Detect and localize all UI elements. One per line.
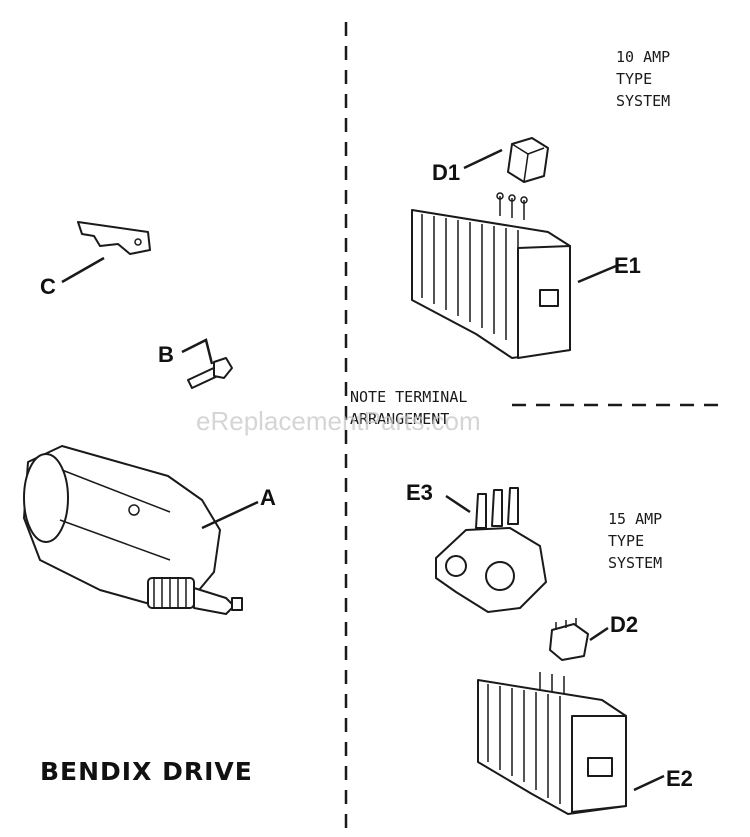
bolt-b — [187, 357, 233, 389]
regulator-e1 — [411, 192, 571, 359]
svg-text:NOTE TERMINAL: NOTE TERMINAL — [350, 388, 467, 406]
leader-e3 — [445, 494, 471, 514]
label-b: B — [158, 342, 174, 367]
label-c: C — [40, 274, 56, 299]
svg-text:SYSTEM: SYSTEM — [616, 92, 670, 110]
svg-text:10 AMP: 10 AMP — [616, 48, 670, 66]
svg-text:15 AMP: 15 AMP — [608, 510, 662, 528]
leader-e2 — [633, 774, 665, 792]
leader-e1 — [577, 264, 617, 284]
label-e3: E3 — [406, 480, 433, 505]
note-10-amp: 10 AMP TYPE SYSTEM — [616, 48, 670, 110]
bracket-c — [77, 221, 151, 255]
label-d1: D1 — [432, 160, 460, 185]
leader-d1 — [463, 148, 503, 170]
regulator-e2 — [477, 672, 627, 815]
label-a: A — [260, 485, 276, 510]
connector-d1 — [507, 137, 549, 183]
svg-text:SYSTEM: SYSTEM — [608, 554, 662, 572]
caption-bendix-drive: BENDIX DRIVE — [40, 757, 253, 786]
note-terminal-arrangement: NOTE TERMINAL ARRANGEMENT — [350, 388, 467, 428]
leader-b — [181, 338, 214, 365]
connector-d2 — [549, 618, 589, 661]
leader-d2 — [589, 626, 609, 642]
svg-text:ARRANGEMENT: ARRANGEMENT — [350, 410, 449, 428]
watermark: eReplacementParts.com — [196, 406, 481, 436]
svg-text:TYPE: TYPE — [608, 532, 644, 550]
label-d2: D2 — [610, 612, 638, 637]
leader-c — [61, 256, 105, 284]
starter-motor-a — [23, 445, 243, 615]
label-e2: E2 — [666, 766, 693, 791]
leader-a — [201, 500, 259, 530]
regulator-e3 — [435, 487, 547, 613]
note-15-amp: 15 AMP TYPE SYSTEM — [608, 510, 662, 572]
label-e1: E1 — [614, 253, 641, 278]
svg-text:TYPE: TYPE — [616, 70, 652, 88]
